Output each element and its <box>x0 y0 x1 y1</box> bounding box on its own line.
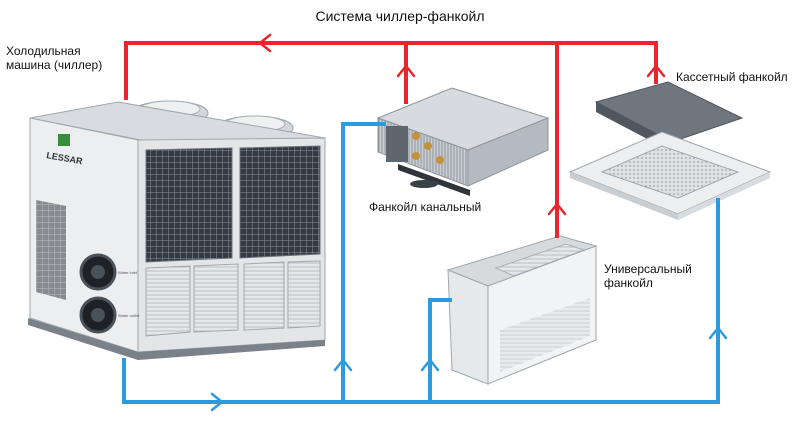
return-main-pipe <box>122 198 720 404</box>
chiller-label-line1: Холодильная <box>6 44 81 58</box>
supply-main-pipe <box>124 41 658 100</box>
return-arrow-main <box>210 392 224 412</box>
water-outlet-label: Water outlet <box>118 313 140 318</box>
universal-fancoil-label: Универсальный фанкойл <box>604 262 692 290</box>
duct-valve-3 <box>412 152 420 160</box>
return-branch-duct <box>341 122 386 402</box>
diagram-title: Система чиллер-фанкойл <box>315 8 485 24</box>
return-arrow-cassette <box>708 326 728 340</box>
water-inlet-label: Water inlet <box>118 270 138 275</box>
universal-front <box>447 269 489 385</box>
chiller-label: Холодильная машина (чиллер) <box>6 44 102 72</box>
return-arrows <box>210 326 728 412</box>
duct-fancoil-unit <box>376 87 550 196</box>
duct-valve-2 <box>424 142 432 150</box>
chiller-unit: Water inlet Water outlet LESSAR <box>28 100 326 360</box>
cassette-grille <box>600 145 740 199</box>
return-arrow-duct <box>333 358 353 372</box>
duct-fancoil-label: Фанкойл канальный <box>369 200 482 214</box>
supply-arrow-duct <box>396 64 416 78</box>
return-branch-universal <box>428 298 452 402</box>
condenser-coil-1 <box>145 147 233 263</box>
supply-arrows <box>258 33 666 216</box>
chiller-label-line2: машина (чиллер) <box>6 58 103 72</box>
supply-arrow-main <box>258 33 272 53</box>
supply-arrow-universal <box>547 202 567 216</box>
cassette-housing <box>594 81 744 143</box>
cassette-fancoil-label: Кассетный фанкойл <box>676 70 788 84</box>
universal-label-line1: Универсальный <box>604 262 692 276</box>
cassette-fancoil-unit <box>568 81 772 220</box>
supply-arrow-cassette <box>646 64 666 78</box>
duct-valve-1 <box>412 132 420 140</box>
return-pipe <box>122 122 720 404</box>
universal-fancoil-unit <box>446 235 598 385</box>
lessar-logo-mark <box>58 134 70 146</box>
universal-label-line2: фанкойл <box>604 276 653 290</box>
return-arrow-universal <box>420 358 440 372</box>
condenser-coil-2 <box>239 145 321 259</box>
